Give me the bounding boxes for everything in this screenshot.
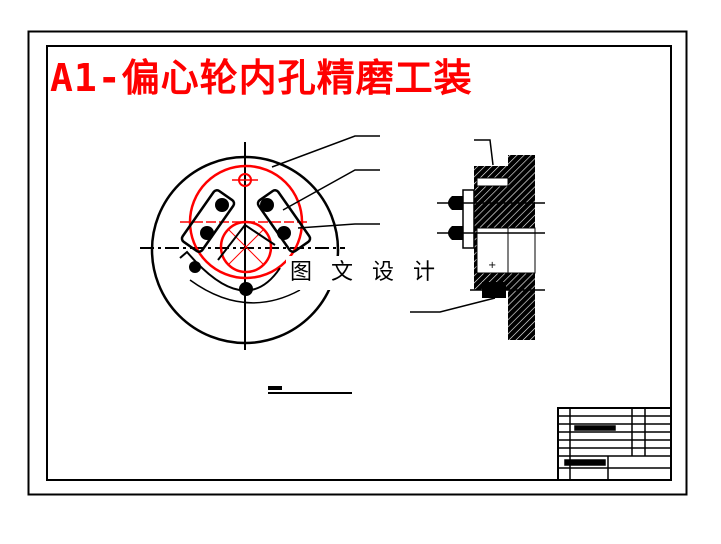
outer-border [27, 30, 688, 496]
nut [277, 226, 291, 240]
title-block [557, 407, 672, 481]
nut [260, 198, 274, 212]
leader-lines [271, 135, 496, 313]
drawing-title: A1-偏心轮内孔精磨工装 [50, 56, 473, 100]
base-disc [150, 155, 340, 345]
nut [200, 226, 214, 240]
side-view: + [437, 155, 545, 340]
clamp-right [256, 189, 312, 253]
inner-border [46, 45, 672, 481]
nut [215, 198, 229, 212]
eccentric-bore [219, 220, 273, 274]
pin [189, 261, 201, 273]
watermark: 图 文 设 计 [286, 256, 445, 290]
clamp-left [180, 189, 236, 253]
front-view [140, 142, 345, 350]
pin [239, 282, 253, 296]
svg-text:+: + [488, 260, 496, 271]
